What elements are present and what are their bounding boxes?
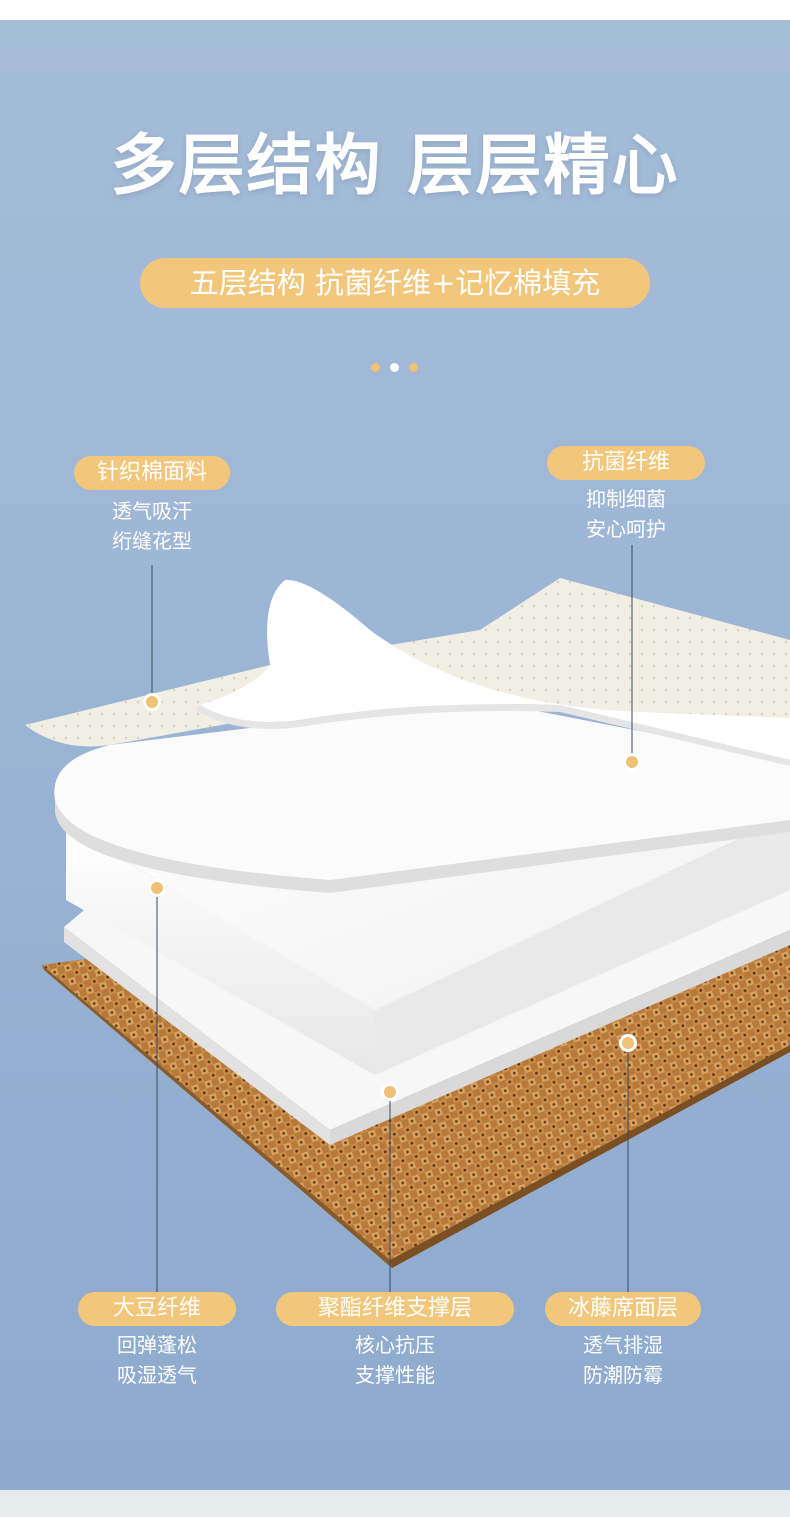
label-antibacterial: 抗菌纤维 bbox=[547, 446, 705, 480]
callout-lines bbox=[151, 545, 633, 1292]
carousel-dot[interactable] bbox=[409, 363, 418, 372]
desc-antibacterial-line1: 抑制细菌 bbox=[586, 487, 666, 511]
desc-polyester-line2: 支撑性能 bbox=[355, 1363, 435, 1387]
antibacterial-layer bbox=[54, 700, 790, 893]
desc-antibacterial-line2: 安心呵护 bbox=[586, 517, 666, 541]
desc-soy-fiber-line1: 回弹蓬松 bbox=[117, 1333, 197, 1357]
knit-fabric-layer bbox=[25, 578, 790, 766]
desc-knit-fabric-line1: 透气吸汗 bbox=[112, 499, 192, 523]
label-knit-fabric: 针织棉面料 bbox=[74, 456, 230, 490]
label-polyester: 聚酯纤维支撑层 bbox=[276, 1292, 514, 1326]
label-soy-fiber: 大豆纤维 bbox=[78, 1292, 236, 1326]
desc-polyester-line1: 核心抗压 bbox=[355, 1333, 435, 1357]
desc-rattan-line2: 防潮防霉 bbox=[583, 1363, 663, 1387]
footer-strip bbox=[0, 1490, 790, 1517]
desc-knit-fabric-line2: 绗缝花型 bbox=[112, 529, 192, 553]
label-rattan: 冰藤席面层 bbox=[545, 1292, 701, 1326]
desc-rattan-line1: 透气排湿 bbox=[583, 1333, 663, 1357]
carousel-dot[interactable] bbox=[371, 363, 380, 372]
callout-markers bbox=[143, 693, 641, 1101]
carousel-dot-active[interactable] bbox=[390, 363, 399, 372]
subtitle-badge: 五层结构 抗菌纤维+记忆棉填充 bbox=[140, 258, 650, 308]
desc-soy-fiber-line2: 吸湿透气 bbox=[117, 1363, 197, 1387]
page-title: 多层结构 层层精心 bbox=[110, 127, 680, 204]
mattress-layers-illustration bbox=[25, 545, 790, 1292]
